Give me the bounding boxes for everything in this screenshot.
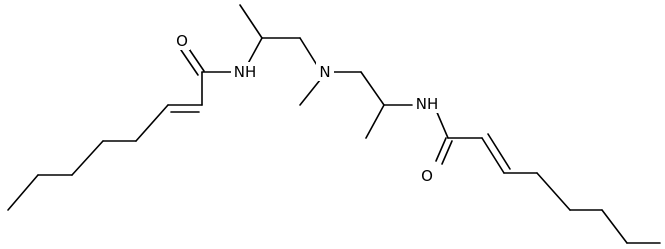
- nh-label-right: NH: [416, 95, 439, 113]
- bond: [135, 104, 169, 142]
- bond: [365, 104, 385, 139]
- atom-labels: O NH N NH O: [174, 31, 441, 185]
- bond: [7, 174, 39, 211]
- nitrogen-label-center: N: [319, 63, 330, 81]
- oxygen-label-right: O: [421, 167, 433, 185]
- carbonyl-double-bond: [435, 137, 447, 162]
- carbonyl-double-bond: [441, 140, 453, 165]
- nh-label-left: NH: [234, 63, 257, 81]
- oxygen-label-left: O: [176, 32, 188, 50]
- bond: [536, 172, 571, 211]
- carbonyl-double-bond: [180, 49, 199, 76]
- bond: [360, 71, 385, 106]
- bond: [71, 140, 104, 176]
- double-bond: [487, 133, 511, 170]
- carbonyl-double-bond: [186, 45, 205, 72]
- bond: [601, 209, 628, 244]
- double-bond: [481, 137, 505, 174]
- bond-lines: [7, 4, 661, 244]
- bond: [435, 109, 449, 139]
- bond: [239, 4, 263, 39]
